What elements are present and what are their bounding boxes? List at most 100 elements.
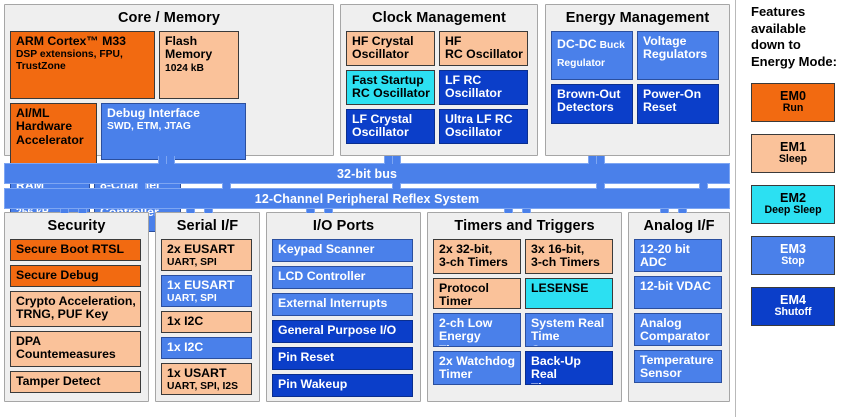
block-title: 1x I2C (167, 313, 204, 328)
legend-panel: Features available down to Energy Mode: … (742, 4, 846, 326)
block-subtitle: 1024 kB (165, 62, 204, 74)
block-title: Crypto Acceleration, TRNG, PUF Key (16, 293, 136, 322)
bus-prs-label: 12-Channel Peripheral Reflex System (254, 191, 480, 206)
block-title: 12-20 bit ADC (640, 241, 690, 270)
block-title: DPA Countemeasures (16, 333, 116, 362)
block-title: 2x EUSART (167, 241, 235, 256)
block-title: Analog Comparator (640, 315, 710, 344)
block-title: 1x EUSART (167, 277, 235, 292)
block-1x-i2c[interactable]: 1x I2C (161, 336, 252, 359)
block-title: Back-Up Real Time Counter (531, 353, 581, 384)
block-hf-crystal-oscillator[interactable]: HF Crystal Oscillator (346, 30, 435, 66)
block-crypto-acceleration-trng-puf-key[interactable]: Crypto Acceleration, TRNG, PUF Key (10, 290, 141, 327)
group-title-timers-triggers: Timers and Triggers (454, 218, 595, 234)
bus-connector (699, 183, 708, 189)
block-2x-32-bit-3-ch-timers[interactable]: 2x 32-bit, 3-ch Timers (433, 238, 521, 274)
group-title-io-ports: I/O Ports (312, 218, 375, 234)
block-general-purpose-i-o[interactable]: General Purpose I/O (272, 319, 413, 343)
legend-item-desc: Run (782, 102, 804, 115)
block-keypad-scanner[interactable]: Keypad Scanner (272, 238, 413, 262)
bus-connector (60, 209, 69, 213)
legend-item-desc: Deep Sleep (764, 204, 822, 217)
bus-connector (392, 156, 401, 164)
block-title: Pin Reset (278, 349, 335, 364)
block-fast-startup-rc-oscillator[interactable]: Fast Startup RC Oscillator (346, 69, 435, 105)
block-hf-rc-oscillator[interactable]: HF RC Oscillator (439, 30, 528, 66)
block-analog-comparator[interactable]: Analog Comparator (634, 312, 722, 346)
group-title-serial-if: Serial I/F (176, 218, 239, 234)
block-lf-rc-oscillator[interactable]: LF RC Oscillator (439, 69, 528, 105)
block-title: 1x I2C (167, 339, 204, 354)
block-system-real-time-counter[interactable]: System Real Time Counter (525, 312, 613, 347)
bus-32bit: 32-bit bus (4, 163, 730, 184)
block-ultra-lf-rc-oscillator[interactable]: Ultra LF RC Oscillator (439, 108, 528, 144)
bus-connector (596, 156, 605, 164)
block-title: Flash Memory (165, 33, 213, 62)
block-title: LF Crystal Oscillator (352, 111, 413, 140)
block-lcd-controller[interactable]: LCD Controller (272, 265, 413, 289)
block-title: System Real Time Counter (531, 315, 605, 346)
block-title: Protocol Timer (439, 280, 489, 309)
bus-connector (504, 209, 513, 213)
bus-connector (596, 183, 605, 189)
block-pin-wakeup[interactable]: Pin Wakeup (272, 373, 413, 397)
block-12-20-bit-adc[interactable]: 12-20 bit ADC (634, 238, 722, 272)
block-voltage-regulators[interactable]: Voltage Regulators (637, 30, 719, 80)
block-title: Tamper Detect (16, 373, 101, 388)
block-1x-i2c[interactable]: 1x I2C (161, 310, 252, 333)
block-secure-debug[interactable]: Secure Debug (10, 264, 141, 287)
bus-connector (166, 156, 175, 164)
block-secure-boot-rtsl[interactable]: Secure Boot RTSL (10, 238, 141, 261)
legend-item-name: EM1 (780, 140, 806, 155)
block-back-up-real-time-counter[interactable]: Back-Up Real Time Counter (525, 350, 613, 385)
block-protocol-timer[interactable]: Protocol Timer (433, 277, 521, 309)
block-lf-crystal-oscillator[interactable]: LF Crystal Oscillator (346, 108, 435, 144)
block-title: External Interrupts (278, 295, 388, 310)
block-2-ch-low-energy-timer[interactable]: 2-ch Low Energy Timer (433, 312, 521, 347)
block-temperature-sensor[interactable]: Temperature Sensor (634, 349, 722, 383)
legend-item-name: EM3 (780, 242, 806, 257)
block-power-on-reset[interactable]: Power-On Reset (637, 83, 719, 124)
block-3x-16-bit-3-ch-timers[interactable]: 3x 16-bit, 3-ch Timers (525, 238, 613, 274)
block-tamper-detect[interactable]: Tamper Detect (10, 370, 141, 393)
block-ai-ml-hardware-accelerator[interactable]: AI/ML Hardware Accelerator (10, 102, 97, 171)
block-title: AI/ML Hardware Accelerator (16, 105, 84, 148)
block-lesense[interactable]: LESENSE (525, 277, 613, 309)
block-external-interrupts[interactable]: External Interrupts (272, 292, 413, 316)
block-pin-reset[interactable]: Pin Reset (272, 346, 413, 370)
block-12-bit-vdac[interactable]: 12-bit VDAC (634, 275, 722, 309)
block-title: Temperature Sensor (640, 352, 714, 381)
block-brown-out-detectors[interactable]: Brown-Out Detectors (551, 83, 633, 124)
bus-connector (222, 183, 231, 189)
group-title-energy-management: Energy Management (565, 10, 710, 26)
bus-connector (522, 209, 531, 213)
legend-title: Features available down to Energy Mode: (751, 4, 837, 69)
block-title: Debug Interface (107, 105, 200, 120)
block-2x-watchdog-timer[interactable]: 2x Watchdog Timer (433, 350, 521, 385)
legend-item-name: EM0 (780, 89, 806, 104)
block-title: Pin Wakeup (278, 376, 348, 391)
block-dpa-countemeasures[interactable]: DPA Countemeasures (10, 330, 141, 367)
block-title: Keypad Scanner (278, 241, 375, 256)
block-subtitle: UART, SPI (167, 256, 217, 268)
block-subtitle: UART, SPI, I2S (167, 380, 238, 392)
legend-item-name: EM4 (780, 293, 806, 308)
